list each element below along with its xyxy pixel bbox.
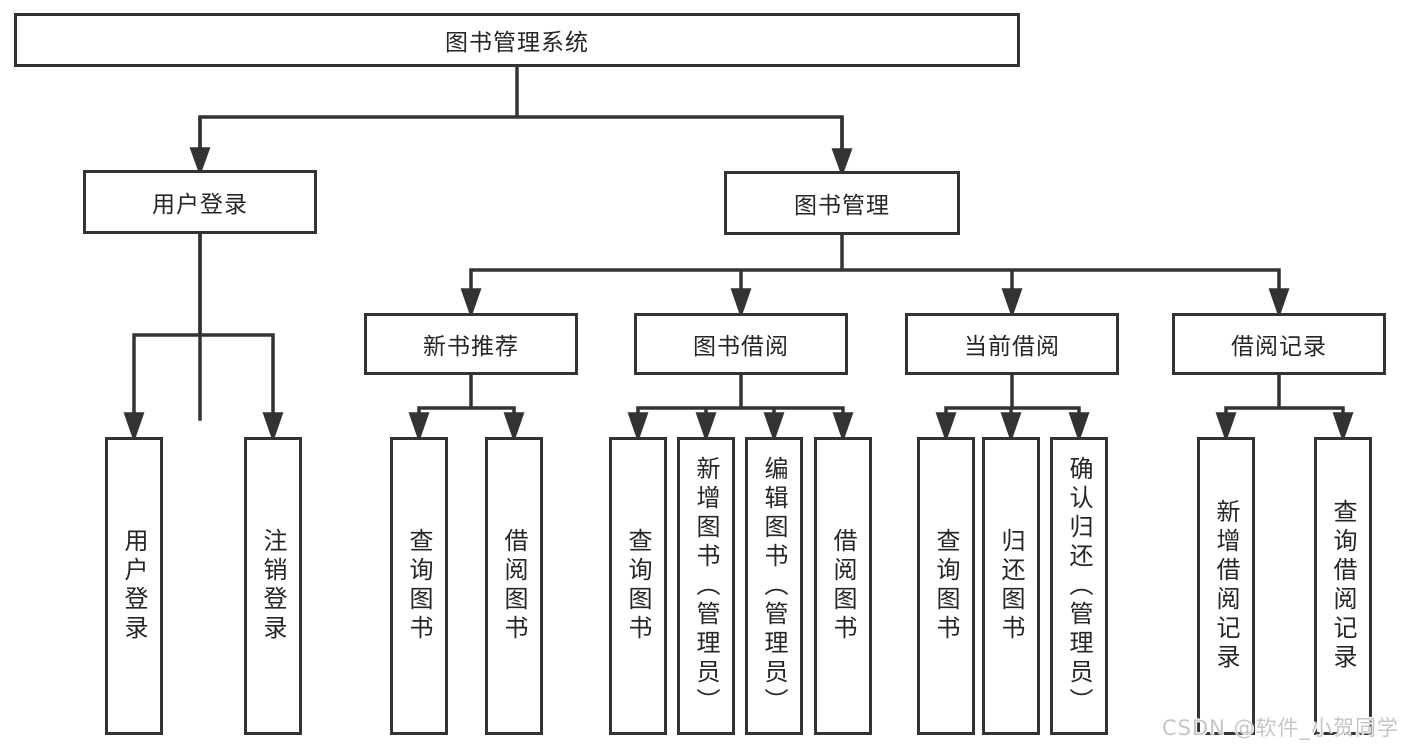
leaf-records-add-record: 新增借阅记录: [1197, 437, 1255, 735]
node-new-book-recommend: 新书推荐: [364, 313, 578, 375]
leaf-records-query-record: 查询借阅记录: [1314, 437, 1372, 735]
node-user-login: 用户登录: [83, 170, 317, 234]
leaf-label: 确认归还（管理员）: [1065, 455, 1093, 717]
leaf-label: 注销登录: [259, 528, 287, 644]
leaf-label: 新增借阅记录: [1212, 499, 1240, 673]
node-book-borrow: 图书借阅: [634, 313, 848, 375]
connector-borrow-to-leaves: [627, 373, 854, 443]
leaf-label: 编辑图书（管理员）: [760, 455, 788, 717]
leaf-borrow-borrow-books: 借阅图书: [814, 437, 872, 735]
leaf-label: 查询借阅记录: [1329, 499, 1357, 673]
node-book-management: 图书管理: [724, 171, 960, 235]
leaf-current-query-books: 查询图书: [917, 437, 975, 735]
leaf-current-return-books: 归还图书: [982, 437, 1040, 735]
connector-root-to-level2: [189, 65, 853, 421]
leaf-label: 借阅图书: [829, 528, 857, 644]
node-current-borrow: 当前借阅: [905, 313, 1119, 375]
csdn-watermark: CSDN @软件_小贺同学: [1161, 716, 1399, 740]
leaf-recommend-query-books: 查询图书: [390, 437, 448, 735]
leaf-label: 查询图书: [624, 528, 652, 644]
connector-userlogin-to-leaves: [123, 232, 284, 443]
leaf-recommend-borrow-books: 借阅图书: [485, 437, 543, 735]
leaf-label: 用户登录: [120, 528, 148, 644]
leaf-borrow-edit-books-admin: 编辑图书（管理员）: [745, 437, 803, 735]
leaf-label: 查询图书: [405, 528, 433, 644]
node-borrow-records: 借阅记录: [1172, 313, 1386, 375]
leaf-borrow-query-books: 查询图书: [609, 437, 667, 735]
leaf-user-login: 用户登录: [105, 437, 163, 735]
leaf-logout: 注销登录: [244, 437, 302, 735]
leaf-label: 归还图书: [997, 528, 1025, 644]
leaf-label: 借阅图书: [500, 528, 528, 644]
leaf-borrow-add-books-admin: 新增图书（管理员）: [677, 437, 735, 735]
connector-records-to-leaves: [1215, 373, 1354, 443]
connector-recommend-to-leaves: [408, 373, 525, 443]
node-root: 图书管理系统: [14, 13, 1020, 67]
leaf-label: 新增图书（管理员）: [692, 455, 720, 717]
connector-bookmgmt-to-level3: [460, 233, 1290, 319]
connector-current-to-leaves: [935, 373, 1090, 443]
leaf-current-confirm-return-admin: 确认归还（管理员）: [1050, 437, 1108, 735]
leaf-label: 查询图书: [932, 528, 960, 644]
